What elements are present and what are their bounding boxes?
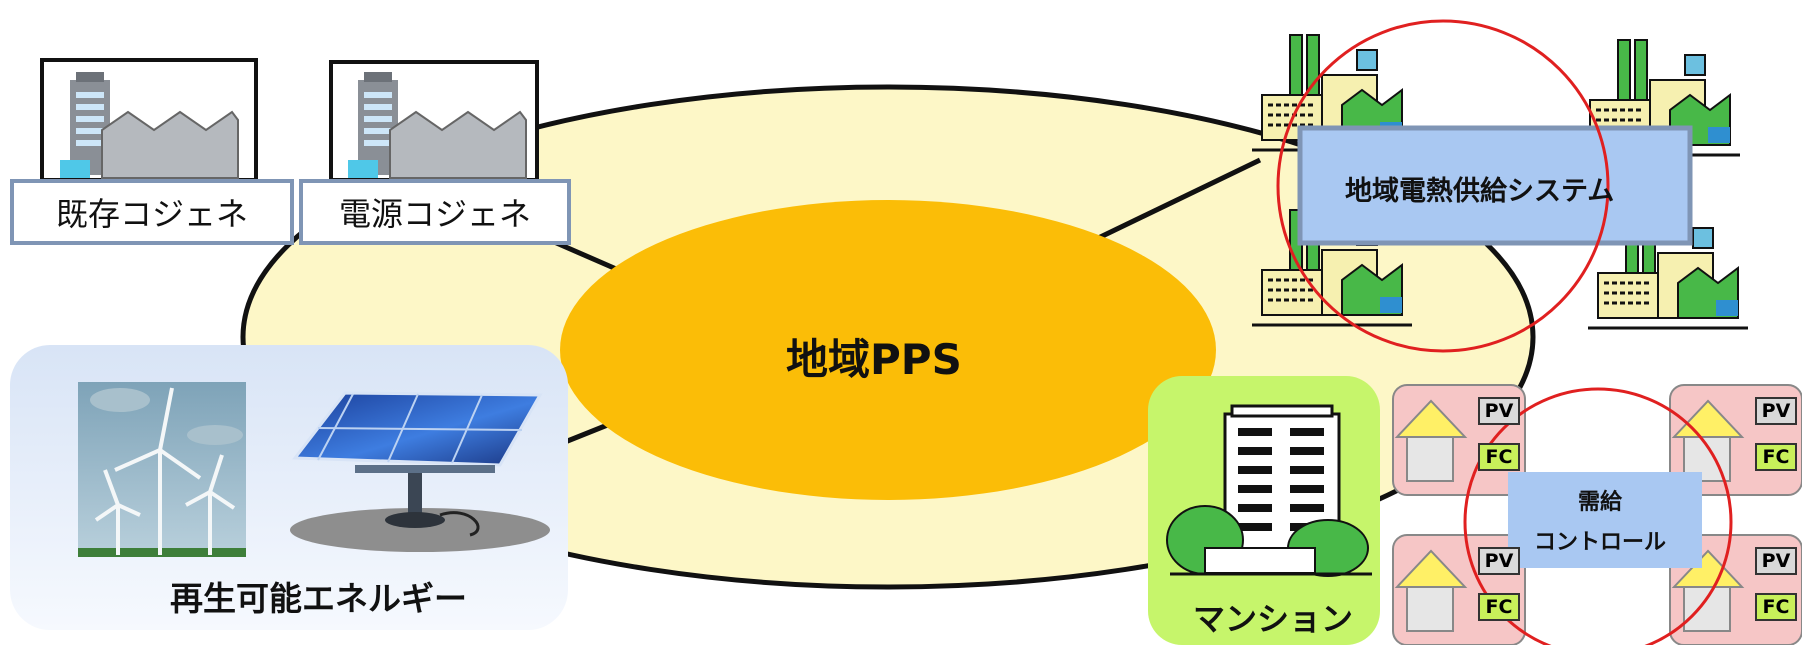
pv-tag: PV xyxy=(1478,547,1520,575)
fc-tag: FC xyxy=(1755,593,1797,621)
renewable-label: 再生可能エネルギー xyxy=(170,579,467,618)
supply-control-box xyxy=(1508,472,1702,568)
heat-highlight-ring xyxy=(1276,19,1610,353)
pv-tag: PV xyxy=(1755,397,1797,425)
pps-core-ellipse xyxy=(560,200,1216,500)
wind-turbine-icon xyxy=(78,382,246,557)
fc-tag: FC xyxy=(1478,593,1520,621)
factory-icon-power xyxy=(329,60,539,182)
factory-icon-existing xyxy=(40,58,258,182)
power-cogen-label: 電源コジェネ xyxy=(299,179,571,245)
pps-center-label: 地域PPS xyxy=(786,335,962,384)
fc-tag: FC xyxy=(1755,443,1797,471)
control-label: コントロール xyxy=(1534,530,1667,555)
mansion-label: マンション xyxy=(1193,600,1354,638)
solar-panel-icon xyxy=(290,391,550,552)
pv-tag: PV xyxy=(1478,397,1520,425)
district-heat-label: 地域電熱供給システム xyxy=(1345,176,1615,207)
fc-tag: FC xyxy=(1478,443,1520,471)
supply-label: 需給 xyxy=(1578,490,1623,515)
district-factory-icon xyxy=(1252,34,1412,152)
district-heat-box xyxy=(1297,125,1693,246)
home-highlight-ring xyxy=(1463,387,1733,645)
pv-tag: PV xyxy=(1755,547,1797,575)
existing-cogen-label: 既存コジェネ xyxy=(10,179,294,245)
apartment-building-icon xyxy=(1166,404,1372,577)
